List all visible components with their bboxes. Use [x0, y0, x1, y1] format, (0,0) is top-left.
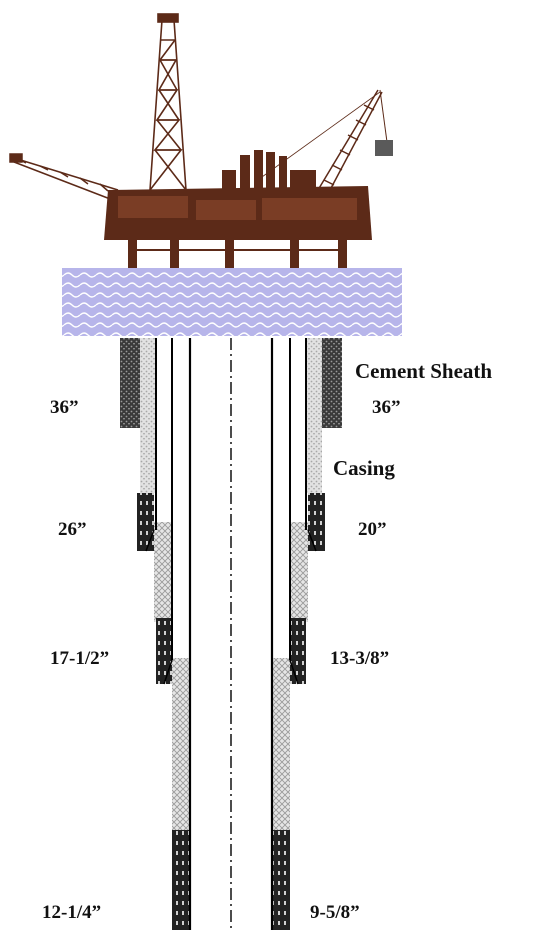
cement-sheath-17-left — [156, 618, 172, 684]
derrick — [149, 13, 187, 191]
right-size-13-3-8: 13-3/8” — [330, 648, 389, 669]
cement-sheath-label: Cement Sheath — [355, 359, 492, 383]
left-size-36: 36” — [50, 397, 79, 418]
casing-36-left — [140, 338, 156, 493]
crane-hook-block — [375, 140, 393, 156]
cement-sheath-36-left — [120, 338, 140, 428]
wellbore-right — [270, 338, 342, 930]
cement-sheath-12-left — [172, 830, 190, 930]
casing-20-right — [290, 522, 308, 622]
casing-36-right — [306, 338, 322, 493]
right-size-36: 36” — [372, 397, 401, 418]
wellbore-left — [120, 338, 192, 930]
cement-sheath-36-right — [322, 338, 342, 428]
casing-20-left — [154, 522, 172, 622]
sea-surface — [62, 268, 402, 336]
right-size-9-5-8: 9-5/8” — [310, 902, 360, 923]
left-crane — [9, 153, 119, 203]
casing-label: Casing — [333, 456, 395, 480]
casing-13-right — [272, 658, 290, 834]
left-size-26: 26” — [58, 519, 87, 540]
cement-sheath-26-right — [308, 493, 325, 551]
oil-platform-icon — [9, 13, 393, 272]
right-crane — [254, 89, 388, 191]
casing-13-left — [172, 658, 190, 834]
cement-sheath-26-left — [137, 493, 154, 551]
left-size-17-1-2: 17-1/2” — [50, 648, 109, 669]
right-size-20: 20” — [358, 519, 387, 540]
left-size-12-1-4: 12-1/4” — [42, 902, 101, 923]
cement-sheath-17-right — [290, 618, 306, 684]
cement-sheath-12-right — [272, 830, 290, 930]
